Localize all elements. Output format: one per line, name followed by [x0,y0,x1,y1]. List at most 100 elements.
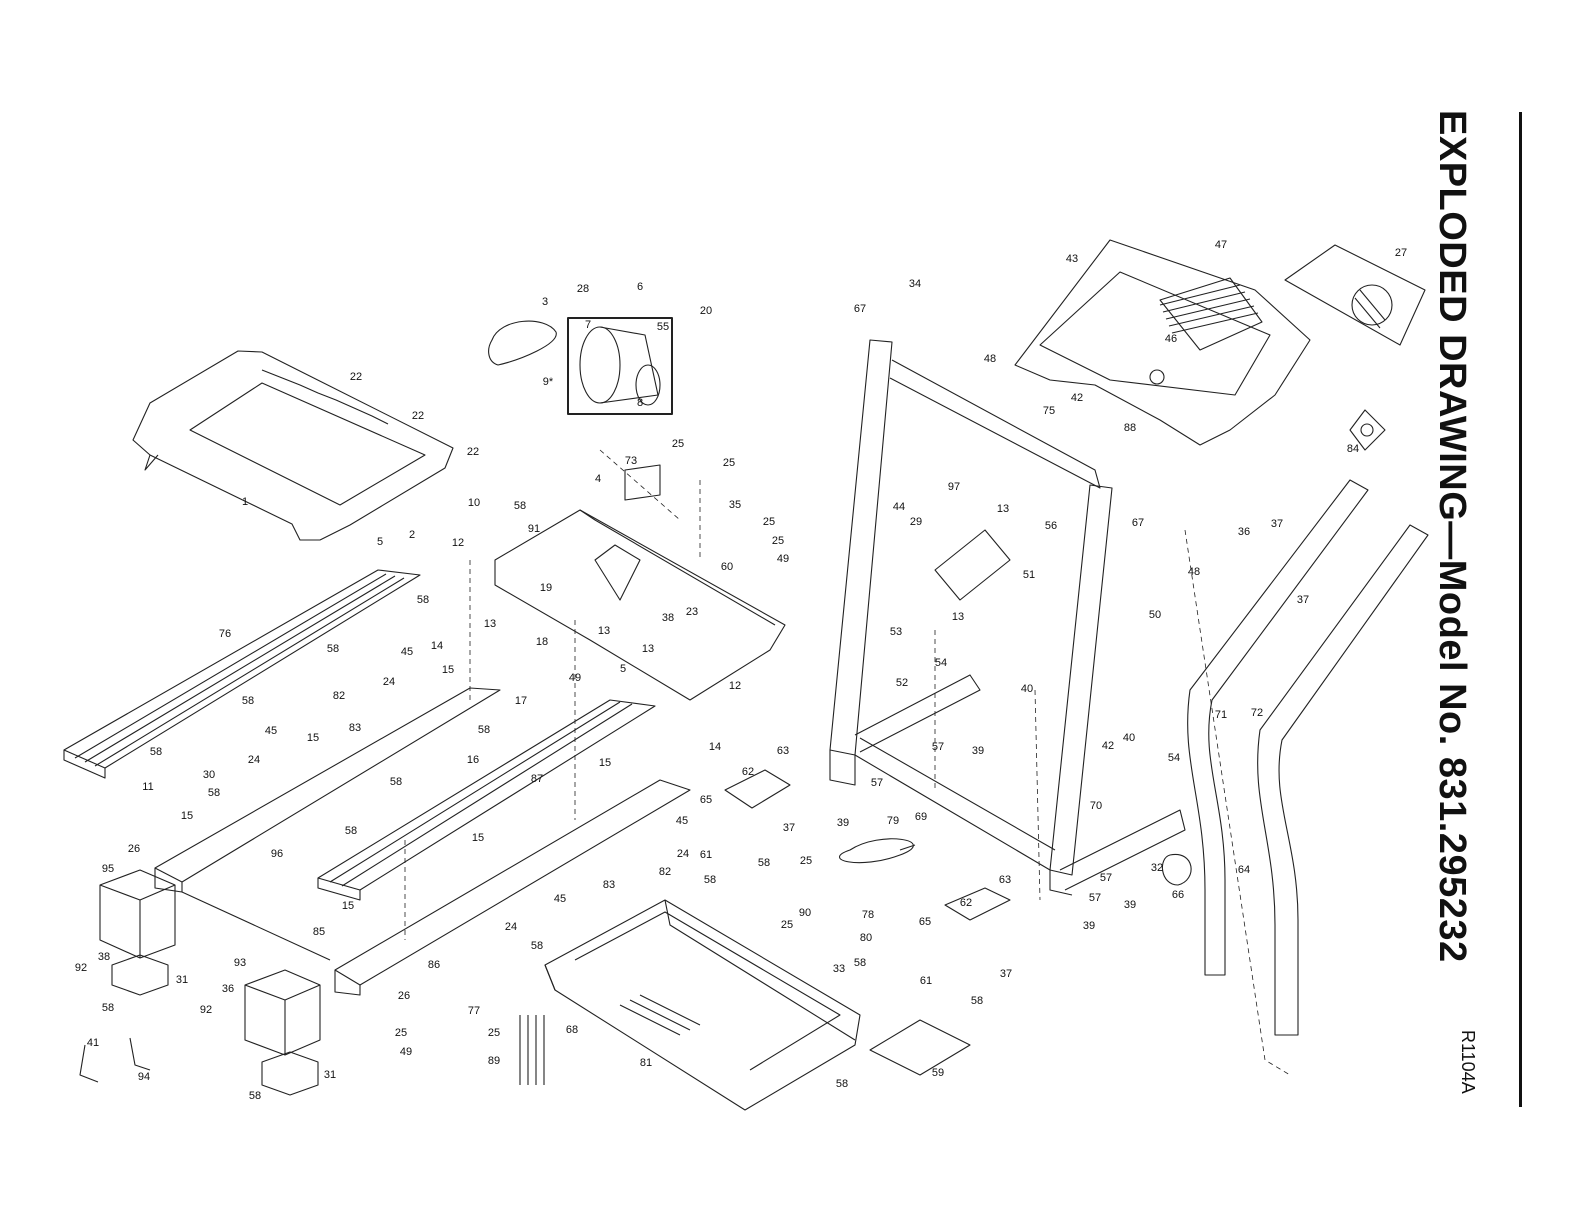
part-callout: 70 [1090,800,1102,812]
part-callout: 72 [1251,707,1263,719]
part-callout: 26 [128,843,140,855]
part-callout: 58 [249,1090,261,1102]
part-callout: 26 [398,990,410,1002]
part-callout: 46 [1165,333,1177,345]
part-callout: 15 [472,832,484,844]
part-callout: 22 [467,446,479,458]
part-callout: 44 [893,501,905,513]
part-callout: 39 [837,817,849,829]
title-rule [1519,112,1522,1107]
part-callout: 58 [478,724,490,736]
part-callout: 67 [1132,517,1144,529]
part-callout: 91 [528,523,540,535]
part-callout: 57 [871,777,883,789]
part-callout: 58 [242,695,254,707]
part-callout: 73 [625,455,637,467]
part-callout: 39 [972,745,984,757]
part-callout: 55 [657,321,669,333]
part-callout: 61 [920,975,932,987]
part-callout: 6 [637,281,643,293]
part-callout: 13 [598,625,610,637]
part-callout: 33 [833,963,845,975]
part-callout: 10 [468,497,480,509]
part-callout: 31 [324,1069,336,1081]
drive-belt-part [488,320,557,366]
part-callout: 23 [686,606,698,618]
part-callout: 56 [1045,520,1057,532]
part-callout: 58 [390,776,402,788]
part-callout: 25 [395,1027,407,1039]
part-callout: 14 [709,741,721,753]
part-callout: 97 [948,481,960,493]
part-callout: 22 [350,371,362,383]
callout-labels: 1234556789*10111212131313131314141515151… [75,239,1407,1102]
part-callout: 39 [1124,899,1136,911]
part-callout: 40 [1021,683,1033,695]
power-cord [839,838,916,864]
part-callout: 20 [700,305,712,317]
part-callout: 52 [896,677,908,689]
motor-inset [567,317,673,415]
part-callout: 30 [203,769,215,781]
part-callout: 94 [138,1071,150,1083]
part-callout: 41 [87,1037,99,1049]
part-callout: 13 [952,611,964,623]
part-callout: 58 [704,874,716,886]
part-callout: 64 [1238,864,1250,876]
console-rear-cover [1284,244,1426,346]
drawing-code: R1104A [1458,1030,1478,1094]
part-callout: 83 [349,722,361,734]
part-callout: 57 [932,741,944,753]
part-callout: 40 [1123,732,1135,744]
part-callout: 13 [997,503,1009,515]
exploded-parts-artwork: 1234556789*10111212131313131314141515151… [63,239,1429,1111]
part-callout: 58 [102,1002,114,1014]
motor-base-pan [544,899,861,1111]
part-callout: 36 [1238,526,1250,538]
part-callout: 63 [999,874,1011,886]
motor-frame [494,509,786,701]
part-callout: 15 [599,757,611,769]
part-callout: 67 [854,303,866,315]
part-callout: 45 [401,646,413,658]
part-callout: 38 [662,612,674,624]
console-assembly [1014,239,1311,446]
part-callout: 51 [1023,569,1035,581]
part-callout: 25 [772,535,784,547]
part-callout: 17 [515,695,527,707]
part-callout: 45 [554,893,566,905]
part-callout: 34 [909,278,921,290]
part-callout: 37 [1297,594,1309,606]
part-callout: 69 [915,811,927,823]
part-callout: 5 [620,663,626,675]
part-callout: 24 [383,676,395,688]
part-callout: 39 [1083,920,1095,932]
part-callout: 60 [721,561,733,573]
part-callout: 43 [1066,253,1078,265]
part-callout: 37 [783,822,795,834]
part-callout: 36 [222,983,234,995]
part-callout: 28 [577,283,589,295]
part-callout: 58 [758,857,770,869]
part-callout: 92 [200,1004,212,1016]
part-callout: 38 [98,951,110,963]
part-callout: 47 [1215,239,1227,251]
part-callout: 66 [1172,889,1184,901]
motor-hood-part [132,350,454,541]
part-callout: 37 [1000,968,1012,980]
part-callout: 87 [531,773,543,785]
part-callout: 25 [800,855,812,867]
part-callout: 62 [960,897,972,909]
part-callout: 19 [540,582,552,594]
part-callout: 13 [484,618,496,630]
alignment-guides [404,449,1291,1076]
part-callout: 79 [887,815,899,827]
part-callout: 58 [836,1078,848,1090]
part-callout: 57 [1089,892,1101,904]
part-callout: 49 [777,553,789,565]
part-callout: 49 [400,1046,412,1058]
part-callout: 80 [860,932,872,944]
part-callout: 58 [345,825,357,837]
frame-rails [154,687,691,996]
part-callout: 76 [219,628,231,640]
